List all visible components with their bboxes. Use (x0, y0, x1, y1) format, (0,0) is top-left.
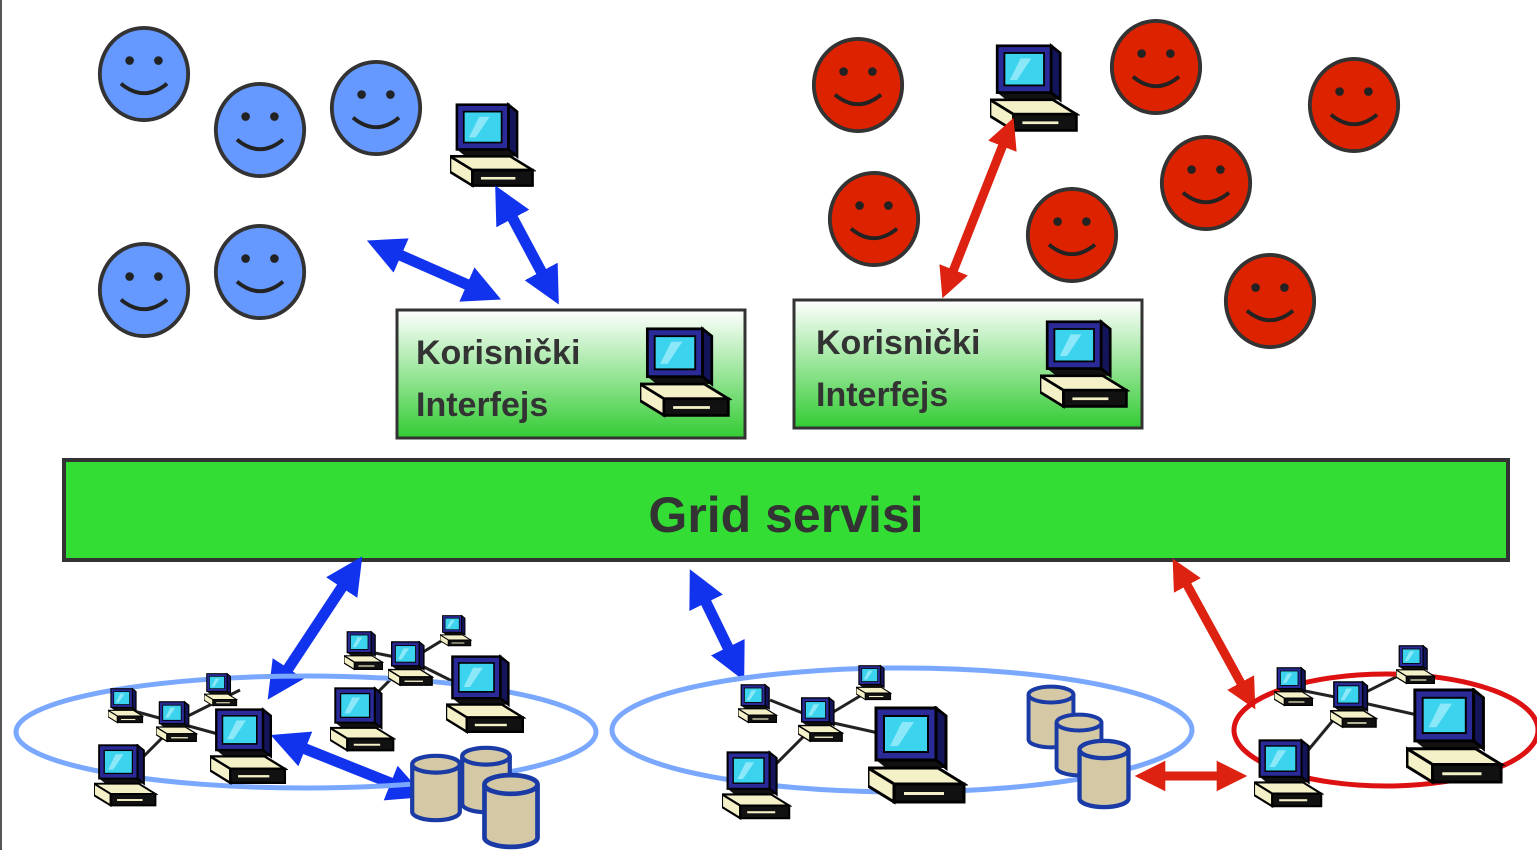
grid-services-bar: Grid servisi (62, 458, 1510, 562)
ui-box-right: Korisnički Interfejs (792, 298, 1144, 430)
ui-box-right-line2: Interfejs (816, 376, 948, 414)
smiley-face-icon (329, 59, 423, 157)
computer-icon (344, 631, 384, 671)
smiley-face-icon (1028, 189, 1116, 281)
grid-services-label: Grid servisi (648, 487, 923, 543)
computer-icon (108, 688, 144, 724)
smiley-face-icon (1226, 255, 1314, 347)
computer-icon (856, 665, 892, 701)
computer-icon (210, 708, 287, 785)
computer-icon (440, 615, 472, 647)
ui-box-left-line1: Korisnički (416, 334, 580, 372)
ui-box-left-line2: Interfejs (416, 386, 548, 424)
double-arrow-icon (270, 731, 426, 801)
computer-icon (1396, 645, 1436, 685)
computer-icon (738, 684, 778, 724)
double-arrow-icon (366, 238, 502, 302)
computer-icon (1254, 739, 1323, 808)
computer-icon (330, 687, 395, 752)
double-arrow-icon (939, 117, 1017, 299)
computer-icon (868, 706, 966, 804)
blue-users-group (97, 25, 423, 339)
computer-icon (450, 103, 535, 188)
smiley-face-icon (97, 25, 191, 123)
ui-box-left: Korisnički Interfejs (395, 308, 747, 440)
smiley-face-icon (1112, 21, 1200, 113)
bottom-arrows (267, 556, 1256, 801)
computer-icon (1406, 688, 1503, 784)
smiley-face-icon (1310, 59, 1398, 151)
database-icon (484, 775, 537, 847)
ui-box-right-line1: Korisnički (816, 324, 980, 362)
smiley-face-icon (213, 223, 307, 321)
computer-icon (990, 44, 1078, 132)
database-icon (1080, 741, 1129, 807)
computer-icon (1274, 667, 1314, 707)
smiley-face-icon (213, 81, 307, 179)
database-icon (412, 756, 460, 820)
resource-cluster-left (13, 615, 599, 847)
smiley-face-icon (814, 39, 902, 131)
double-arrow-icon (1172, 558, 1256, 710)
smiley-face-icon (1162, 137, 1250, 229)
top-arrows (366, 117, 1017, 305)
resource-cluster-middle (609, 665, 1195, 820)
resource-cluster-right (1231, 645, 1537, 808)
double-arrow-icon (495, 185, 559, 305)
smiley-face-icon (830, 173, 918, 265)
computer-icon (156, 701, 197, 742)
computer-icon (388, 641, 433, 686)
double-arrow-icon (267, 556, 363, 700)
red-users-group (814, 21, 1398, 347)
computer-icon (798, 697, 843, 742)
double-arrow-icon (689, 569, 745, 681)
smiley-face-icon (97, 241, 191, 339)
